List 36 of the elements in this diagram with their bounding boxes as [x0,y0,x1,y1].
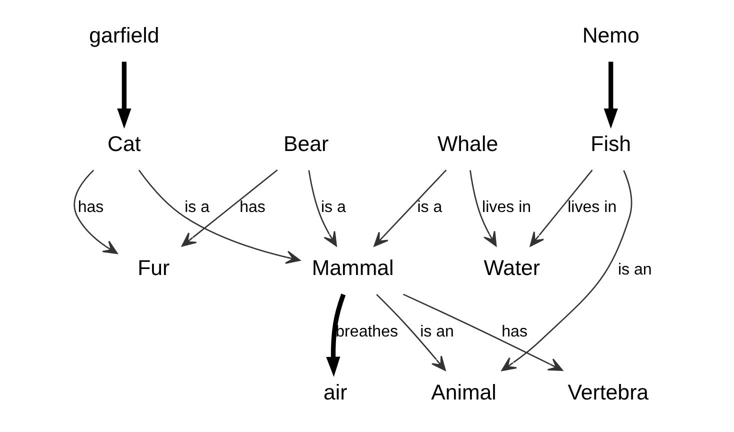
node-text: Mammal [312,256,394,280]
node-text: Bear [283,132,329,156]
node-text: Vertebra [568,380,649,405]
edge-label: lives in [482,198,532,216]
arrow [403,294,564,371]
node-text: Animal [431,380,496,405]
arrow [308,170,337,246]
edge-label: is a [417,198,442,216]
arrow [376,294,446,371]
node-text: Water [484,256,540,280]
edge-label: is a [320,198,346,216]
node-text: Nemo [582,24,640,48]
arrow [501,170,632,372]
arrow [138,170,300,264]
node-text: Cat [108,132,141,156]
node-text: Fur [138,256,170,280]
edge-label: has [240,198,266,216]
arrow [74,170,118,254]
edge-label: is an [420,322,454,340]
arrow [374,170,447,247]
edge-label: is an [618,260,652,278]
edge-label: lives in [568,198,617,216]
arrow [530,170,593,247]
arrow [470,170,497,246]
node-text: Fish [590,132,632,156]
edge-label: breathes [336,322,398,340]
arrow [326,294,346,377]
node-text: air [324,380,348,405]
edge-label: has [502,322,528,340]
arrow [181,170,278,247]
node-text: Whale [438,132,498,156]
node-text: garfield [89,24,160,48]
edge-label: is a [184,198,210,216]
arrow [604,62,618,129]
edge-label: has [78,198,104,216]
arrow [117,62,132,129]
